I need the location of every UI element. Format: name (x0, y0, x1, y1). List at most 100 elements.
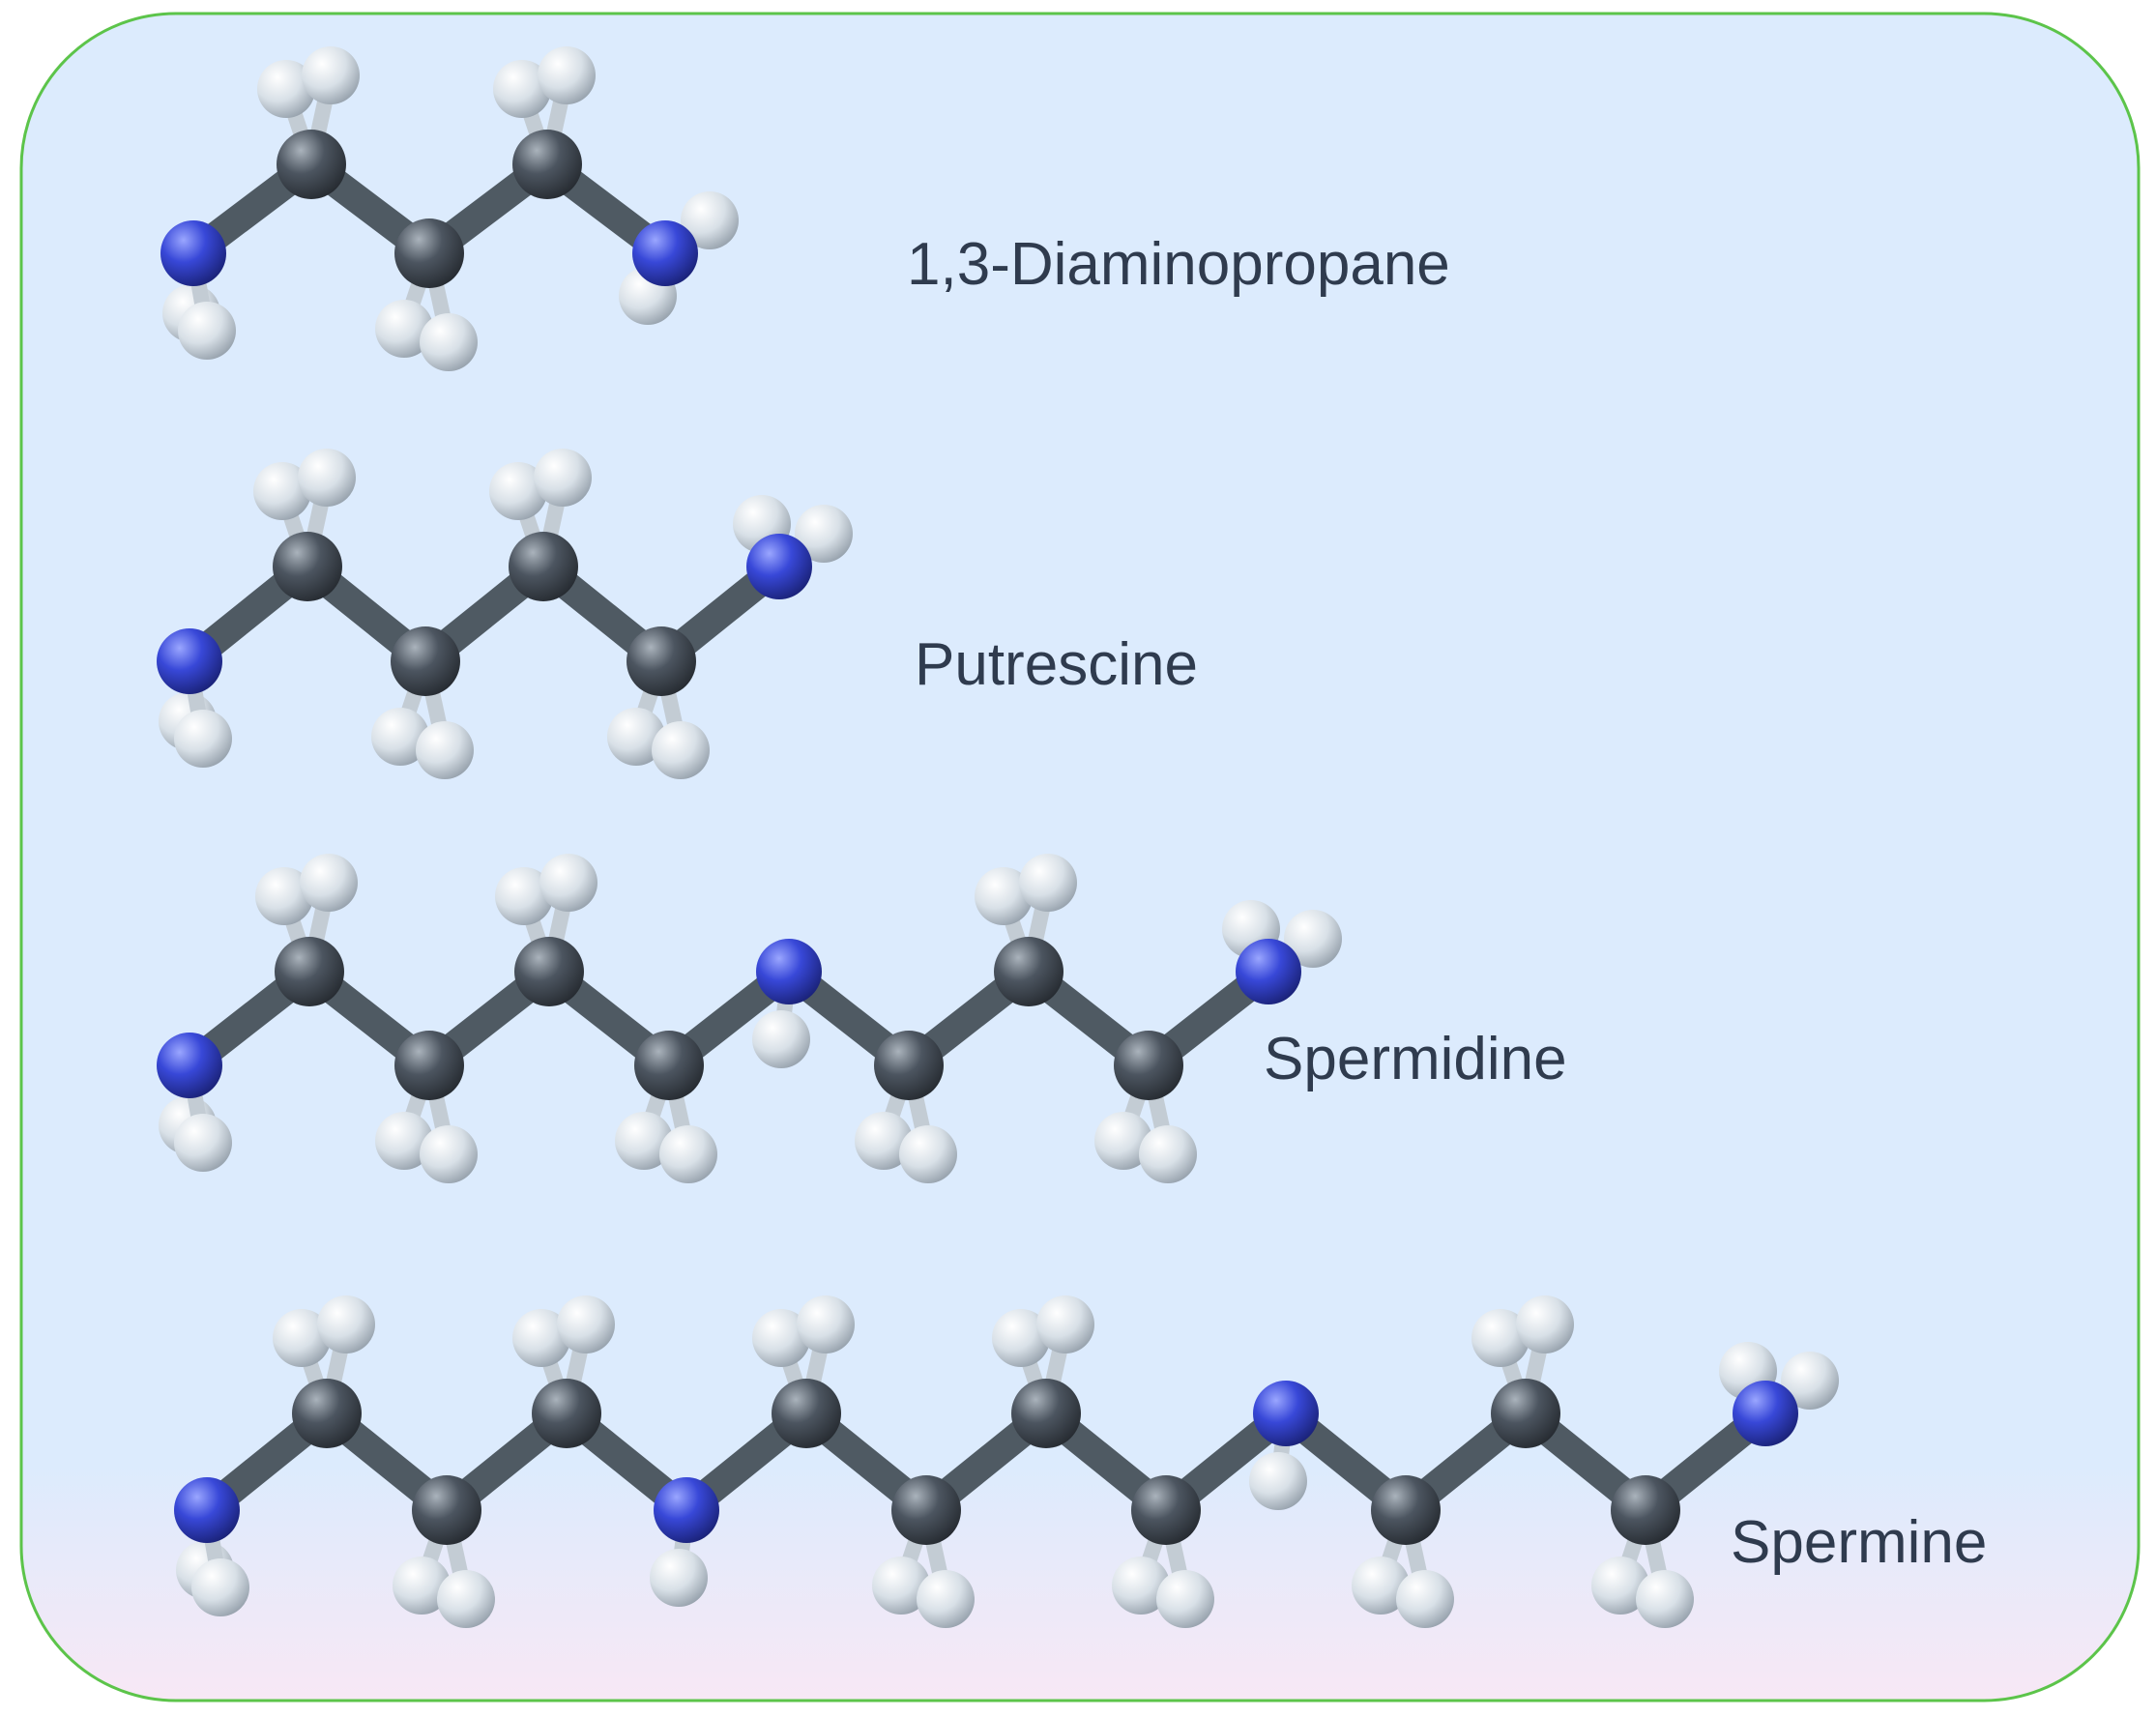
hydrogen-atom (534, 449, 592, 507)
hydrogen-atom (512, 1309, 570, 1367)
carbon-atom (626, 626, 696, 696)
carbon-atom (275, 937, 344, 1006)
carbon-atom (514, 937, 584, 1006)
hydrogen-atom (1396, 1570, 1454, 1628)
hydrogen-atom (795, 505, 853, 563)
carbon-atom (772, 1379, 841, 1448)
molecules-layer (157, 46, 1839, 1628)
hydrogen-atom (557, 1295, 615, 1353)
label-putrescine: Putrescine (915, 631, 1198, 698)
hydrogen-atom (298, 449, 356, 507)
hydrogen-atom (1019, 854, 1077, 912)
nitrogen-atom (746, 534, 812, 599)
hydrogen-atom (652, 721, 710, 779)
hydrogen-atom (191, 1558, 249, 1616)
carbon-atom (634, 1031, 704, 1100)
nitrogen-atom (632, 220, 698, 286)
hydrogen-atom (253, 462, 311, 520)
carbon-atom (874, 1031, 944, 1100)
hydrogen-atom (1636, 1570, 1694, 1628)
carbon-atom (412, 1475, 481, 1545)
hydrogen-atom (899, 1125, 957, 1183)
hydrogen-atom (1156, 1570, 1214, 1628)
hydrogen-atom (1591, 1557, 1649, 1615)
panel-background (19, 12, 2141, 1702)
hydrogen-atom (255, 867, 313, 925)
carbon-atom (1131, 1475, 1201, 1545)
hydrogen-atom (273, 1309, 331, 1367)
hydrogen-atom (681, 191, 739, 249)
hydrogen-atom (917, 1570, 975, 1628)
nitrogen-atom (1253, 1381, 1319, 1446)
carbon-atom (394, 218, 464, 288)
carbon-atom (292, 1379, 362, 1448)
nitrogen-atom (157, 1033, 222, 1098)
hydrogen-atom (797, 1295, 855, 1353)
molecule-0 (160, 46, 739, 371)
carbon-atom (891, 1475, 961, 1545)
carbon-atom (394, 1031, 464, 1100)
carbon-atom (1011, 1379, 1081, 1448)
nitrogen-atom (1236, 939, 1301, 1004)
carbon-atom (509, 532, 578, 601)
hydrogen-atom (375, 300, 433, 358)
nitrogen-atom (160, 220, 226, 286)
hydrogen-atom (1139, 1125, 1197, 1183)
nitrogen-atom (174, 1477, 240, 1543)
carbon-atom (1491, 1379, 1560, 1448)
hydrogen-atom (1516, 1295, 1574, 1353)
hydrogen-atom (416, 721, 474, 779)
hydrogen-atom (1112, 1557, 1170, 1615)
carbon-atom (273, 532, 342, 601)
hydrogen-atom (174, 710, 232, 768)
carbon-atom (277, 130, 346, 199)
molecule-2 (157, 854, 1342, 1183)
hydrogen-atom (975, 867, 1033, 925)
hydrogen-atom (300, 854, 358, 912)
hydrogen-atom (539, 854, 597, 912)
hydrogen-atom (393, 1557, 451, 1615)
nitrogen-atom (654, 1477, 719, 1543)
hydrogen-atom (302, 46, 360, 104)
hydrogen-atom (174, 1114, 232, 1172)
label-spermine: Spermine (1731, 1509, 1988, 1576)
hydrogen-atom (257, 60, 315, 118)
hydrogen-atom (178, 302, 236, 360)
hydrogen-atom (659, 1125, 717, 1183)
hydrogen-atom (538, 46, 596, 104)
hydrogen-atom (650, 1549, 708, 1607)
carbon-atom (532, 1379, 601, 1448)
molecule-3 (174, 1295, 1839, 1628)
hydrogen-atom (615, 1112, 673, 1170)
nitrogen-atom (1733, 1381, 1798, 1446)
carbon-atom (994, 937, 1063, 1006)
carbon-atom (1611, 1475, 1680, 1545)
hydrogen-atom (855, 1112, 913, 1170)
hydrogen-atom (752, 1309, 810, 1367)
hydrogen-atom (371, 708, 429, 766)
nitrogen-atom (157, 628, 222, 694)
hydrogen-atom (992, 1309, 1050, 1367)
hydrogen-atom (1094, 1112, 1152, 1170)
hydrogen-atom (420, 1125, 478, 1183)
carbon-atom (1114, 1031, 1183, 1100)
hydrogen-atom (607, 708, 665, 766)
label-1-3-diaminopropane: 1,3-Diaminopropane (907, 231, 1450, 298)
hydrogen-atom (495, 867, 553, 925)
carbon-atom (391, 626, 460, 696)
hydrogen-atom (489, 462, 547, 520)
hydrogen-atom (375, 1112, 433, 1170)
hydrogen-atom (493, 60, 551, 118)
molecule-1 (157, 449, 853, 779)
carbon-atom (1371, 1475, 1441, 1545)
hydrogen-atom (1352, 1557, 1410, 1615)
hydrogen-atom (1036, 1295, 1094, 1353)
hydrogen-atom (752, 1010, 810, 1068)
nitrogen-atom (756, 939, 822, 1004)
hydrogen-atom (1284, 910, 1342, 968)
carbon-atom (512, 130, 582, 199)
label-spermidine: Spermidine (1264, 1026, 1567, 1092)
hydrogen-atom (420, 313, 478, 371)
hydrogen-atom (1249, 1452, 1307, 1510)
